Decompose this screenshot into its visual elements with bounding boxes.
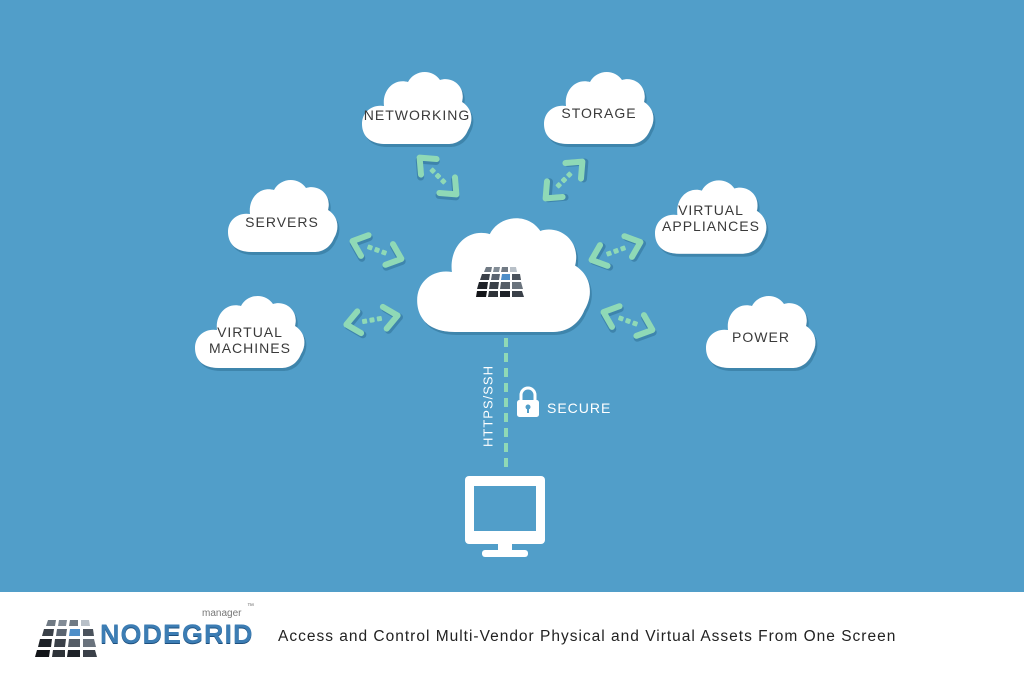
brand-subtitle: manager xyxy=(202,608,242,619)
diagram-panel: NETWORKING STORAGE SERVERS VIRTUAL APPLI… xyxy=(0,0,1024,592)
brand-logo-icon xyxy=(35,620,97,657)
arrow-networking xyxy=(410,150,465,205)
monitor-icon xyxy=(465,476,545,557)
label-virtual-machines: VIRTUAL MACHINES xyxy=(209,324,291,356)
nodegrid-logo-icon xyxy=(476,267,524,297)
label-networking: NETWORKING xyxy=(363,107,471,123)
label-power: POWER xyxy=(732,329,790,345)
arrow-virtual-appliances xyxy=(588,231,646,272)
tagline: Access and Control Multi-Vendor Physical… xyxy=(278,628,897,645)
label-virtual-appliances: VIRTUAL APPLIANCES xyxy=(662,202,760,234)
diagram-canvas xyxy=(195,71,816,557)
arrow-servers xyxy=(348,231,406,272)
label-servers: SERVERS xyxy=(245,214,319,230)
arrow-storage xyxy=(538,153,593,208)
arrow-virtual-machines xyxy=(344,304,401,337)
secure-label: SECURE xyxy=(547,400,612,416)
label-storage: STORAGE xyxy=(561,105,637,121)
brand-trademark: ™ xyxy=(247,603,254,610)
footer: NODEGRID manager ™ Access and Control Mu… xyxy=(0,592,1024,678)
brand-name: NODEGRID xyxy=(100,619,254,649)
lock-icon xyxy=(517,386,539,417)
arrow-power xyxy=(599,302,657,343)
